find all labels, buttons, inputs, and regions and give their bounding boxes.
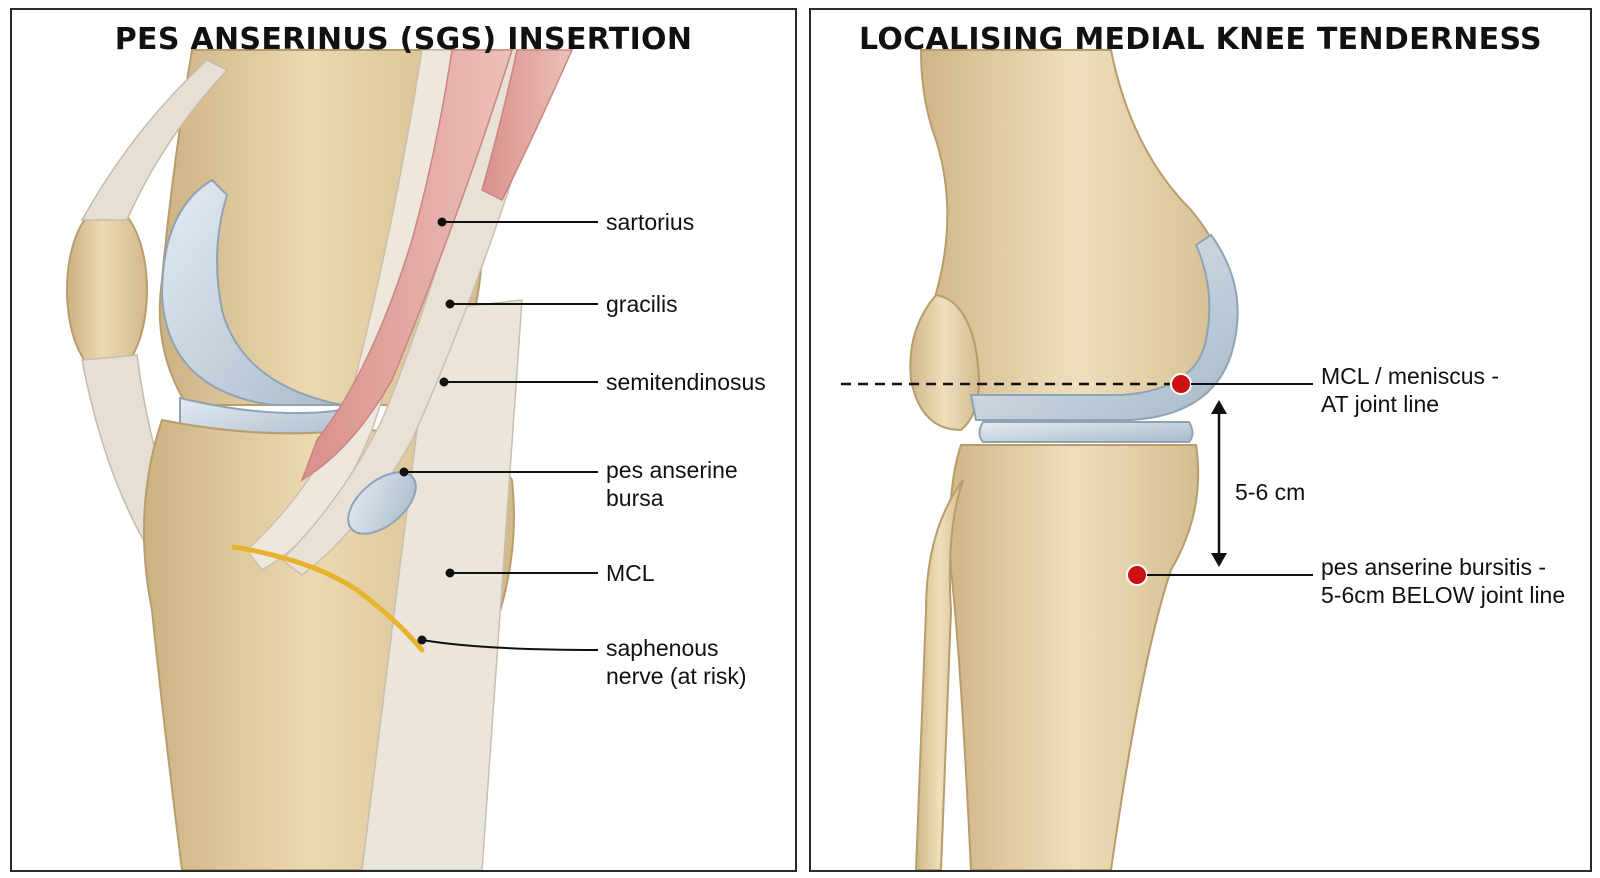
leader-dot-gracilis — [445, 299, 455, 309]
medial-knee-illustration — [841, 49, 1313, 870]
arrow-head-down — [1211, 553, 1227, 567]
leader-dot-nerve — [417, 635, 427, 645]
left-panel-title: PES ANSERINUS (SGS) INSERTION — [114, 22, 693, 57]
leader-dot-sartorius — [437, 217, 447, 227]
pes-anserinus-illustration — [66, 49, 599, 870]
sartorius-muscle — [300, 49, 514, 482]
patella — [66, 204, 148, 376]
femoral-cartilage — [160, 178, 343, 406]
label-pes-anserine-bursa: pes anserine bursa — [606, 457, 738, 511]
label-saphenous-nerve: saphenous nerve (at risk) — [606, 635, 747, 689]
pes-anserine-bursa — [347, 471, 417, 535]
fibula — [914, 479, 964, 870]
label-bursitis: pes anserine bursitis - 5-6cm BELOW join… — [1321, 554, 1566, 608]
bursitis-marker — [1126, 564, 1148, 586]
left-panel: PES ANSERINUS (SGS) INSERTION sartorius … — [10, 8, 797, 872]
muscle-belly-upper — [481, 49, 574, 202]
leader-dot-bursa — [399, 467, 409, 477]
joint-line-marker — [1170, 373, 1192, 395]
tibia — [948, 444, 1200, 870]
label-mcl: MCL — [606, 560, 655, 586]
meniscus — [978, 421, 1194, 443]
leader-nerve — [421, 639, 599, 651]
leader-dot-mcl — [445, 568, 455, 578]
right-panel: LOCALISING MEDIAL KNEE TENDERNESS MCL / … — [809, 8, 1592, 872]
label-gracilis: gracilis — [606, 291, 678, 317]
label-semitendinosus: semitendinosus — [606, 369, 766, 395]
label-sartorius: sartorius — [606, 209, 695, 235]
saphenous-nerve — [231, 544, 425, 653]
right-panel-title: LOCALISING MEDIAL KNEE TENDERNESS — [859, 22, 1542, 57]
patella — [909, 293, 980, 432]
leader-dot-semitendinosus — [439, 377, 449, 387]
label-distance: 5-6 cm — [1235, 479, 1306, 505]
femoral-cartilage — [969, 233, 1239, 421]
quadriceps-tendon — [80, 59, 229, 221]
label-joint-line: MCL / meniscus - AT joint line — [1321, 363, 1500, 417]
arrow-head-up — [1211, 400, 1227, 414]
leader-lines-left — [399, 217, 599, 651]
